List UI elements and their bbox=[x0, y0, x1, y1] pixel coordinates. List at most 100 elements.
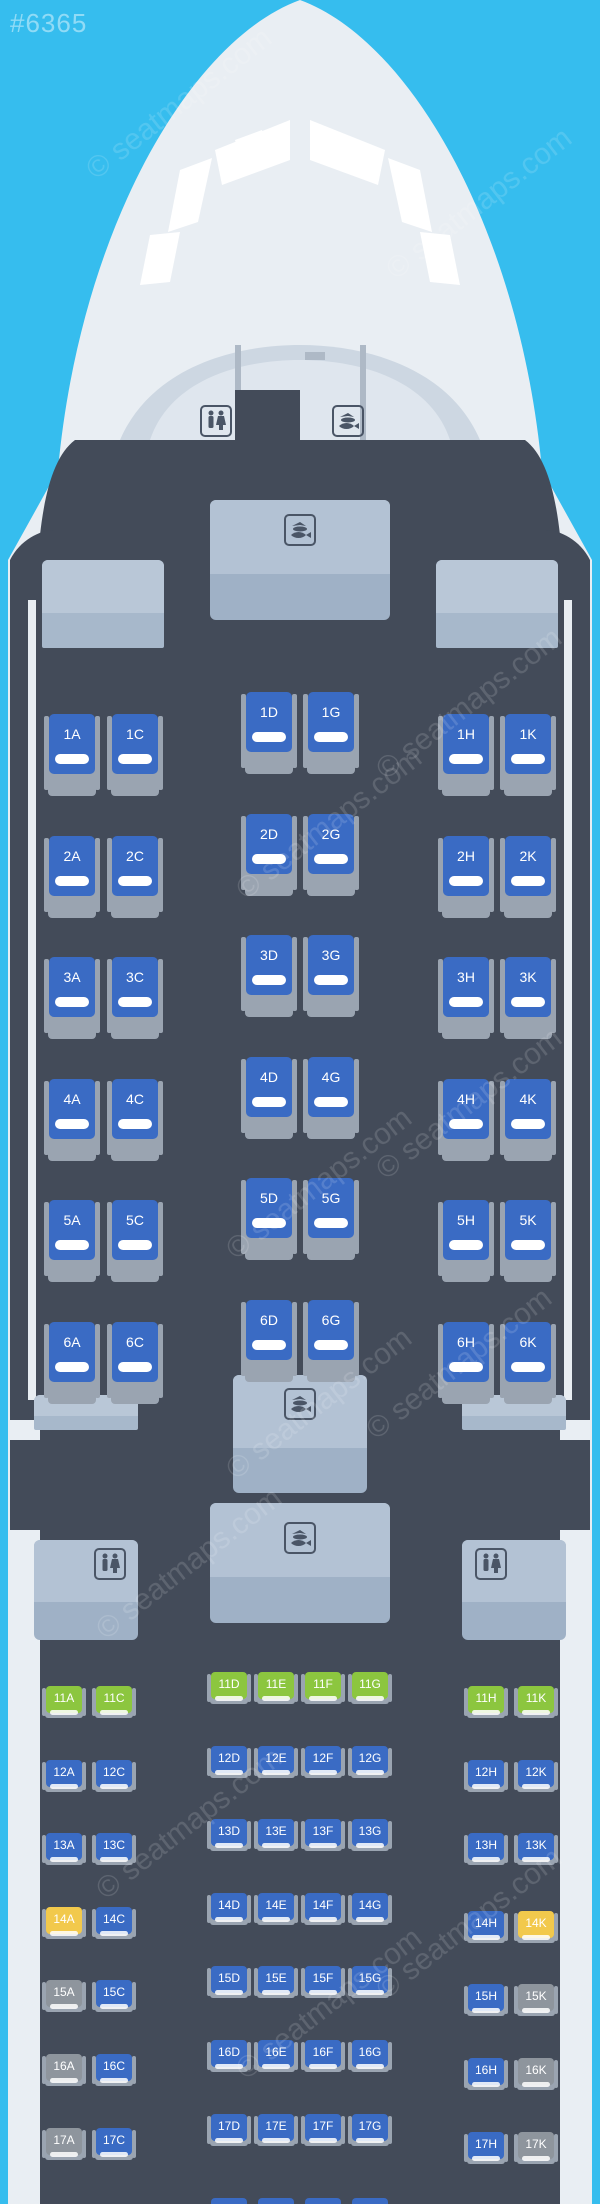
seat-4k[interactable]: 4K bbox=[500, 1075, 556, 1165]
seat-14d[interactable]: 14D bbox=[207, 1892, 251, 1927]
seat-label: 17A bbox=[53, 2132, 75, 2147]
seat-15h[interactable]: 15H bbox=[464, 1984, 508, 2018]
seat-11f[interactable]: 11F bbox=[301, 1672, 345, 1706]
seatmap-id: #6365 bbox=[10, 8, 88, 38]
seat-6g[interactable]: 6G bbox=[303, 1296, 359, 1386]
seat-17d[interactable]: 17D bbox=[207, 2113, 251, 2148]
seat-11a[interactable]: 11A bbox=[42, 1686, 86, 1720]
seat-11e[interactable]: 11E bbox=[254, 1672, 298, 1706]
seat-14f[interactable]: 14F bbox=[301, 1892, 345, 1927]
seat-6c[interactable]: 6C bbox=[107, 1318, 163, 1408]
seat-13e[interactable]: 13E bbox=[254, 1819, 298, 1853]
seat-partial bbox=[258, 2198, 294, 2204]
seat-label: 12H bbox=[474, 1764, 497, 1779]
seat-11g[interactable]: 11G bbox=[348, 1672, 392, 1706]
seat-4g[interactable]: 4G bbox=[303, 1053, 359, 1143]
seat-1h[interactable]: 1H bbox=[438, 710, 494, 800]
seat-6d[interactable]: 6D bbox=[241, 1296, 297, 1386]
seat-12a[interactable]: 12A bbox=[42, 1759, 86, 1794]
seat-1g[interactable]: 1G bbox=[303, 688, 359, 778]
seat-17c[interactable]: 17C bbox=[92, 2127, 136, 2162]
seat-12c[interactable]: 12C bbox=[92, 1759, 136, 1794]
seat-4a[interactable]: 4A bbox=[44, 1075, 100, 1165]
seat-15c[interactable]: 15C bbox=[92, 1980, 136, 2014]
seat-11h[interactable]: 11H bbox=[464, 1686, 508, 1720]
seat-15a[interactable]: 15A bbox=[42, 1980, 86, 2014]
seat-5k[interactable]: 5K bbox=[500, 1196, 556, 1286]
seat-16e[interactable]: 16E bbox=[254, 2040, 298, 2074]
seat-17k[interactable]: 17K bbox=[514, 2131, 558, 2166]
seat-15d[interactable]: 15D bbox=[207, 1966, 251, 2000]
seat-label: 6C bbox=[126, 1333, 144, 1350]
seat-14g[interactable]: 14G bbox=[348, 1892, 392, 1927]
seat-2d[interactable]: 2D bbox=[241, 810, 297, 900]
seat-13c[interactable]: 13C bbox=[92, 1833, 136, 1867]
seat-3a[interactable]: 3A bbox=[44, 953, 100, 1043]
seat-13g[interactable]: 13G bbox=[348, 1819, 392, 1853]
seat-5d[interactable]: 5D bbox=[241, 1174, 297, 1264]
seat-1d[interactable]: 1D bbox=[241, 688, 297, 778]
seat-3c[interactable]: 3C bbox=[107, 953, 163, 1043]
seat-4c[interactable]: 4C bbox=[107, 1075, 163, 1165]
seat-1k[interactable]: 1K bbox=[500, 710, 556, 800]
seat-label: 17D bbox=[217, 2118, 240, 2133]
seat-13h[interactable]: 13H bbox=[464, 1833, 508, 1867]
seat-3d[interactable]: 3D bbox=[241, 931, 297, 1021]
seat-2c[interactable]: 2C bbox=[107, 832, 163, 922]
seat-2a[interactable]: 2A bbox=[44, 832, 100, 922]
seat-3g[interactable]: 3G bbox=[303, 931, 359, 1021]
seat-16g[interactable]: 16G bbox=[348, 2040, 392, 2074]
seat-1c[interactable]: 1C bbox=[107, 710, 163, 800]
seat-16c[interactable]: 16C bbox=[92, 2054, 136, 2088]
seat-2h[interactable]: 2H bbox=[438, 832, 494, 922]
seat-17a[interactable]: 17A bbox=[42, 2127, 86, 2162]
seat-5c[interactable]: 5C bbox=[107, 1196, 163, 1286]
seat-17g[interactable]: 17G bbox=[348, 2113, 392, 2148]
seat-15g[interactable]: 15G bbox=[348, 1966, 392, 2000]
seat-17h[interactable]: 17H bbox=[464, 2131, 508, 2166]
seat-12f[interactable]: 12F bbox=[301, 1745, 345, 1780]
seat-label: 13G bbox=[358, 1824, 382, 1839]
seat-3h[interactable]: 3H bbox=[438, 953, 494, 1043]
seat-16k[interactable]: 16K bbox=[514, 2058, 558, 2092]
seat-12e[interactable]: 12E bbox=[254, 1745, 298, 1780]
seat-16d[interactable]: 16D bbox=[207, 2040, 251, 2074]
seat-5h[interactable]: 5H bbox=[438, 1196, 494, 1286]
seat-14a[interactable]: 14A bbox=[42, 1906, 86, 1941]
seat-17f[interactable]: 17F bbox=[301, 2113, 345, 2148]
seat-1a[interactable]: 1A bbox=[44, 710, 100, 800]
seat-16h[interactable]: 16H bbox=[464, 2058, 508, 2092]
seat-12d[interactable]: 12D bbox=[207, 1745, 251, 1780]
cockpit-windows bbox=[140, 120, 460, 285]
seat-17e[interactable]: 17E bbox=[254, 2113, 298, 2148]
seat-14e[interactable]: 14E bbox=[254, 1892, 298, 1927]
seat-14h[interactable]: 14H bbox=[464, 1910, 508, 1945]
seat-3k[interactable]: 3K bbox=[500, 953, 556, 1043]
seat-16a[interactable]: 16A bbox=[42, 2054, 86, 2088]
seat-12h[interactable]: 12H bbox=[464, 1759, 508, 1794]
seat-13k[interactable]: 13K bbox=[514, 1833, 558, 1867]
seat-15f[interactable]: 15F bbox=[301, 1966, 345, 2000]
seat-14k[interactable]: 14K bbox=[514, 1910, 558, 1945]
seat-16f[interactable]: 16F bbox=[301, 2040, 345, 2074]
seat-11c[interactable]: 11C bbox=[92, 1686, 136, 1720]
seat-6a[interactable]: 6A bbox=[44, 1318, 100, 1408]
seat-13a[interactable]: 13A bbox=[42, 1833, 86, 1867]
seat-12g[interactable]: 12G bbox=[348, 1745, 392, 1780]
seat-5a[interactable]: 5A bbox=[44, 1196, 100, 1286]
seat-5g[interactable]: 5G bbox=[303, 1174, 359, 1264]
seat-4d[interactable]: 4D bbox=[241, 1053, 297, 1143]
seat-12k[interactable]: 12K bbox=[514, 1759, 558, 1794]
seat-6k[interactable]: 6K bbox=[500, 1318, 556, 1408]
seat-6h[interactable]: 6H bbox=[438, 1318, 494, 1408]
seat-2k[interactable]: 2K bbox=[500, 832, 556, 922]
seat-14c[interactable]: 14C bbox=[92, 1906, 136, 1941]
seat-13d[interactable]: 13D bbox=[207, 1819, 251, 1853]
seat-13f[interactable]: 13F bbox=[301, 1819, 345, 1853]
seat-15k[interactable]: 15K bbox=[514, 1984, 558, 2018]
seat-2g[interactable]: 2G bbox=[303, 810, 359, 900]
seat-11k[interactable]: 11K bbox=[514, 1686, 558, 1720]
seat-4h[interactable]: 4H bbox=[438, 1075, 494, 1165]
seat-11d[interactable]: 11D bbox=[207, 1672, 251, 1706]
seat-15e[interactable]: 15E bbox=[254, 1966, 298, 2000]
